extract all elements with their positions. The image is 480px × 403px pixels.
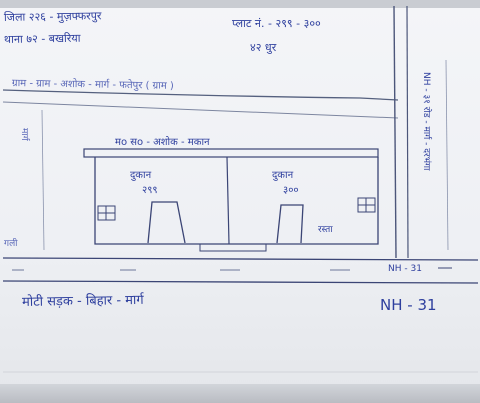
bottom-nh-label: NH - 31 [380, 296, 437, 314]
shop-2-number: ३०० [283, 185, 299, 196]
paper-top-edge [0, 0, 480, 8]
shop-2-label: दुकान [272, 170, 294, 181]
right-road-label: NH - ३१ रोड - मार्ग - दरभंगा [421, 72, 431, 171]
bottom-road-label: मोटी सड़क - बिहार - मार्ग [21, 292, 144, 310]
paper-bottom-edge [0, 384, 480, 403]
house-label: मo सo - अशोक - मकान [115, 137, 210, 148]
district-line: जिला २२६ - मुज़फ्फरपुर [3, 9, 102, 24]
shop-2-door [276, 204, 304, 244]
left-road-line [41, 109, 45, 251]
nh-small-label: NH - 31 [388, 264, 422, 274]
shop-side-note: रस्ता [318, 225, 333, 235]
shop-partition [226, 156, 230, 245]
shop-1-window [97, 205, 116, 221]
area-line: ४२ धुर [250, 41, 277, 54]
shop-1-door [147, 201, 186, 244]
police-station-line: थाना ७२ - बखरिया [3, 31, 81, 46]
upper-road-line-2 [2, 101, 399, 119]
shop-1-number: २९९ [142, 185, 158, 196]
front-step [199, 243, 267, 252]
shop-2-window [357, 197, 376, 213]
shop-1-label: दुकान [130, 170, 152, 181]
front-road-line-2 [2, 280, 479, 284]
plot-number-line: प्लाट नं. - २९९ - ३०० [232, 17, 321, 30]
right-road-line-3 [445, 59, 449, 251]
left-margin-top-label: मार्ग [19, 128, 29, 141]
building-top-band [83, 148, 379, 158]
right-road-line-2 [406, 5, 409, 259]
upper-road-line [2, 89, 399, 101]
upper-road-label: ग्राम - ग्राम - अशोक - मार्ग - फतेपुर ( … [11, 78, 174, 92]
right-road-line-1 [393, 5, 397, 259]
left-margin-bottom-label: गली [4, 239, 18, 249]
front-road-line-1 [2, 257, 479, 261]
